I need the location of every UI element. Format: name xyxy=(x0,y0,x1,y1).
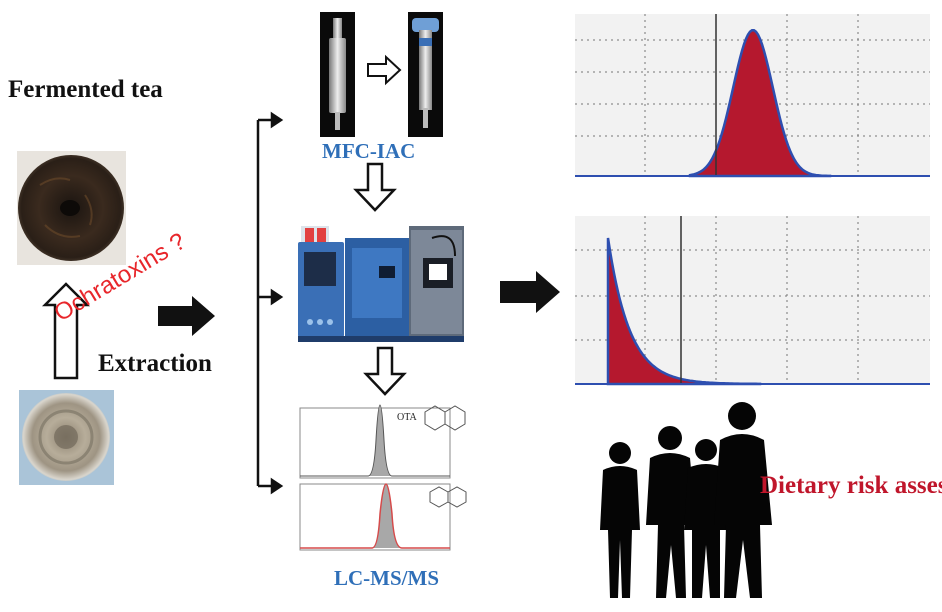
mfc-iac-label: MFC-IAC xyxy=(322,139,416,163)
cartridge-icon xyxy=(408,12,443,137)
fungus-culture-photo xyxy=(19,390,114,485)
lc-ms-instrument-icon xyxy=(298,226,464,342)
extraction-label: Extraction xyxy=(98,350,212,377)
small-right-arrow-icon xyxy=(367,54,402,86)
dietary-risk-label: Dietary risk assessment xyxy=(760,472,942,499)
down-arrow-icon xyxy=(363,346,407,396)
branch-bracket xyxy=(256,111,284,495)
down-arrow-icon xyxy=(353,162,397,212)
right-arrow-icon xyxy=(158,296,215,336)
right-arrow-icon xyxy=(500,271,560,313)
ota-label: OTA xyxy=(397,412,417,423)
distribution-chart-1 xyxy=(575,14,930,178)
distribution-chart-2 xyxy=(575,216,930,386)
syringe-icon xyxy=(320,12,355,137)
chromatogram-icon xyxy=(299,404,467,551)
tea-cake-photo xyxy=(17,151,126,265)
up-arrow-icon xyxy=(41,282,91,380)
people-silhouette-icon xyxy=(600,402,772,598)
fermented-tea-label: Fermented tea xyxy=(8,76,163,103)
lc-ms-ms-label: LC-MS/MS xyxy=(334,566,439,590)
